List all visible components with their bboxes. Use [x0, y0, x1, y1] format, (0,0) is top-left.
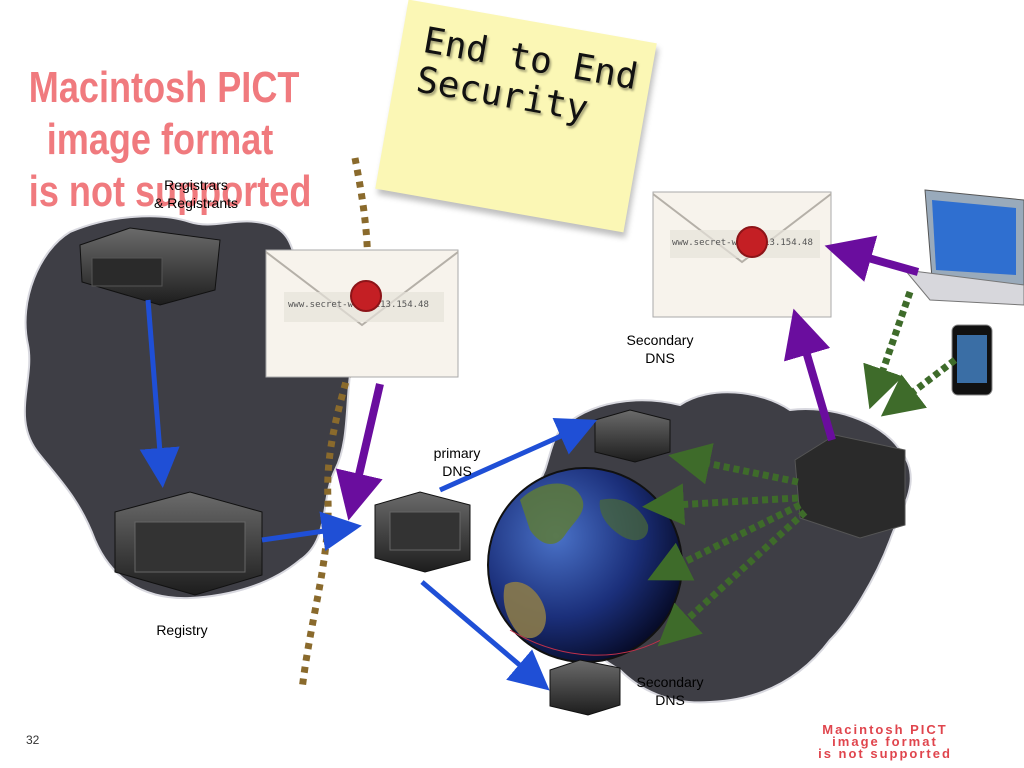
label-primary-dns: primary DNS — [433, 445, 481, 479]
pict-line: image format — [832, 734, 938, 749]
registrar-server-icon — [79, 227, 221, 306]
green-dashed-arrows — [642, 290, 958, 647]
sticky-note-text: End to End Security — [413, 20, 641, 137]
arrow-registry-to-primary — [261, 511, 362, 552]
registry-server-icon — [114, 491, 263, 596]
secondary-dns-bottom-server-icon — [549, 659, 621, 716]
pict-placeholder-large: Macintosh PICT image format is not suppo… — [28, 62, 312, 218]
slide-number: 32 — [26, 733, 40, 747]
primary-dns-server-icon — [374, 491, 471, 573]
label-registrars: Registrars & Registrants — [153, 177, 239, 211]
envelope-left: www.secret-w... 213.154.48 — [265, 249, 459, 378]
pict-placeholder-small: Macintosh PICT image format is not suppo… — [760, 722, 1010, 761]
arrow-datacenter-to-envelope — [783, 308, 836, 442]
pict-line: is not supported — [28, 167, 312, 216]
smartphone-icon — [951, 324, 993, 396]
label-secondary-dns-bottom: Secondary DNS — [636, 674, 704, 708]
arrow-primary-to-secondary-bottom — [420, 580, 550, 691]
globe-icon — [487, 467, 683, 663]
envelope-right: www.secret-w... 213.154.48 — [652, 191, 832, 318]
pict-line: is not supported — [818, 746, 952, 761]
pict-line: image format — [46, 115, 274, 164]
laptop-icon — [903, 189, 1024, 306]
arrow-laptop-to-envelope — [824, 235, 920, 282]
arrow-primary-to-secondary-top — [438, 417, 598, 493]
arrow-envelope-to-primary — [335, 383, 384, 521]
pict-line: Macintosh PICT — [822, 722, 948, 737]
secondary-dns-top-server-icon — [594, 409, 671, 463]
datacenter-server-icon — [794, 434, 906, 539]
pict-line: Macintosh PICT — [28, 63, 300, 112]
label-secondary-dns-top: Secondary DNS — [626, 332, 694, 366]
label-registry: Registry — [156, 622, 208, 638]
wax-seal-icon — [350, 280, 382, 312]
arrow-registrar-to-registry — [139, 299, 180, 488]
wax-seal-icon — [736, 226, 768, 258]
